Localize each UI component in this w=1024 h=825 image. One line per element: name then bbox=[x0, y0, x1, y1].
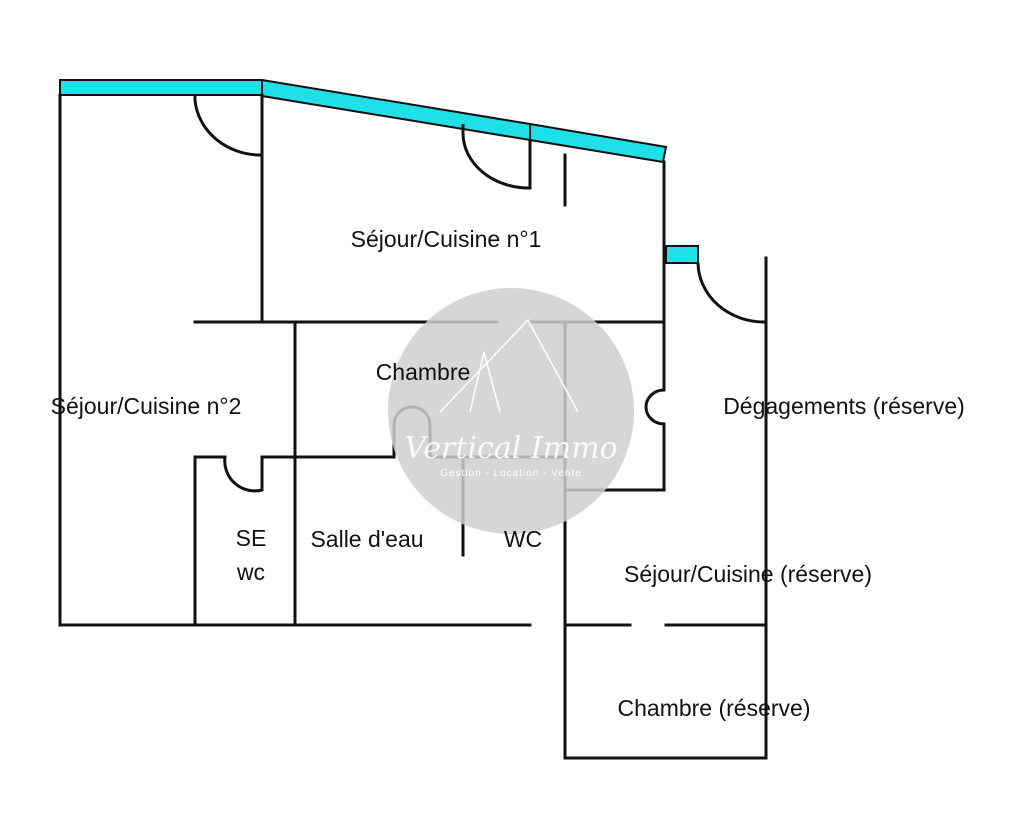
window-top-middle bbox=[261, 78, 531, 142]
label-sejour-cuisine-reserve: Séjour/Cuisine (réserve) bbox=[624, 561, 872, 587]
label-salle-deau: Salle d'eau bbox=[310, 526, 423, 552]
label-se-wc: wc bbox=[236, 559, 265, 585]
label-degagements: Dégagements (réserve) bbox=[723, 393, 965, 419]
label-sejour-cuisine-1: Séjour/Cuisine n°1 bbox=[351, 226, 542, 252]
door-top-left bbox=[193, 95, 264, 157]
watermark-tagline: Gestion - Location - Vente bbox=[440, 468, 582, 479]
label-se: SE bbox=[236, 525, 267, 551]
window-top-right bbox=[529, 122, 668, 164]
watermark: Vertical Immo Gestion - Location - Vente bbox=[388, 288, 634, 534]
door-top-middle bbox=[461, 124, 532, 190]
label-chambre: Chambre bbox=[376, 359, 471, 385]
door-right-side bbox=[696, 262, 766, 324]
watermark-brand: Vertical Immo bbox=[404, 431, 617, 466]
label-wc: WC bbox=[504, 526, 542, 552]
window-side-right bbox=[665, 245, 699, 264]
watermark-logo-inner-icon bbox=[469, 351, 501, 413]
door-se bbox=[223, 456, 264, 493]
label-sejour-cuisine-2: Séjour/Cuisine n°2 bbox=[51, 393, 242, 419]
room-labels: Séjour/Cuisine n°1 Séjour/Cuisine n°2 Ch… bbox=[51, 226, 965, 721]
door-closet bbox=[644, 388, 665, 426]
label-chambre-reserve: Chambre (réserve) bbox=[618, 695, 811, 721]
window-left bbox=[59, 79, 263, 96]
watermark-logo-icon bbox=[439, 318, 579, 413]
doors bbox=[193, 95, 766, 493]
watermark-circle bbox=[388, 288, 634, 534]
